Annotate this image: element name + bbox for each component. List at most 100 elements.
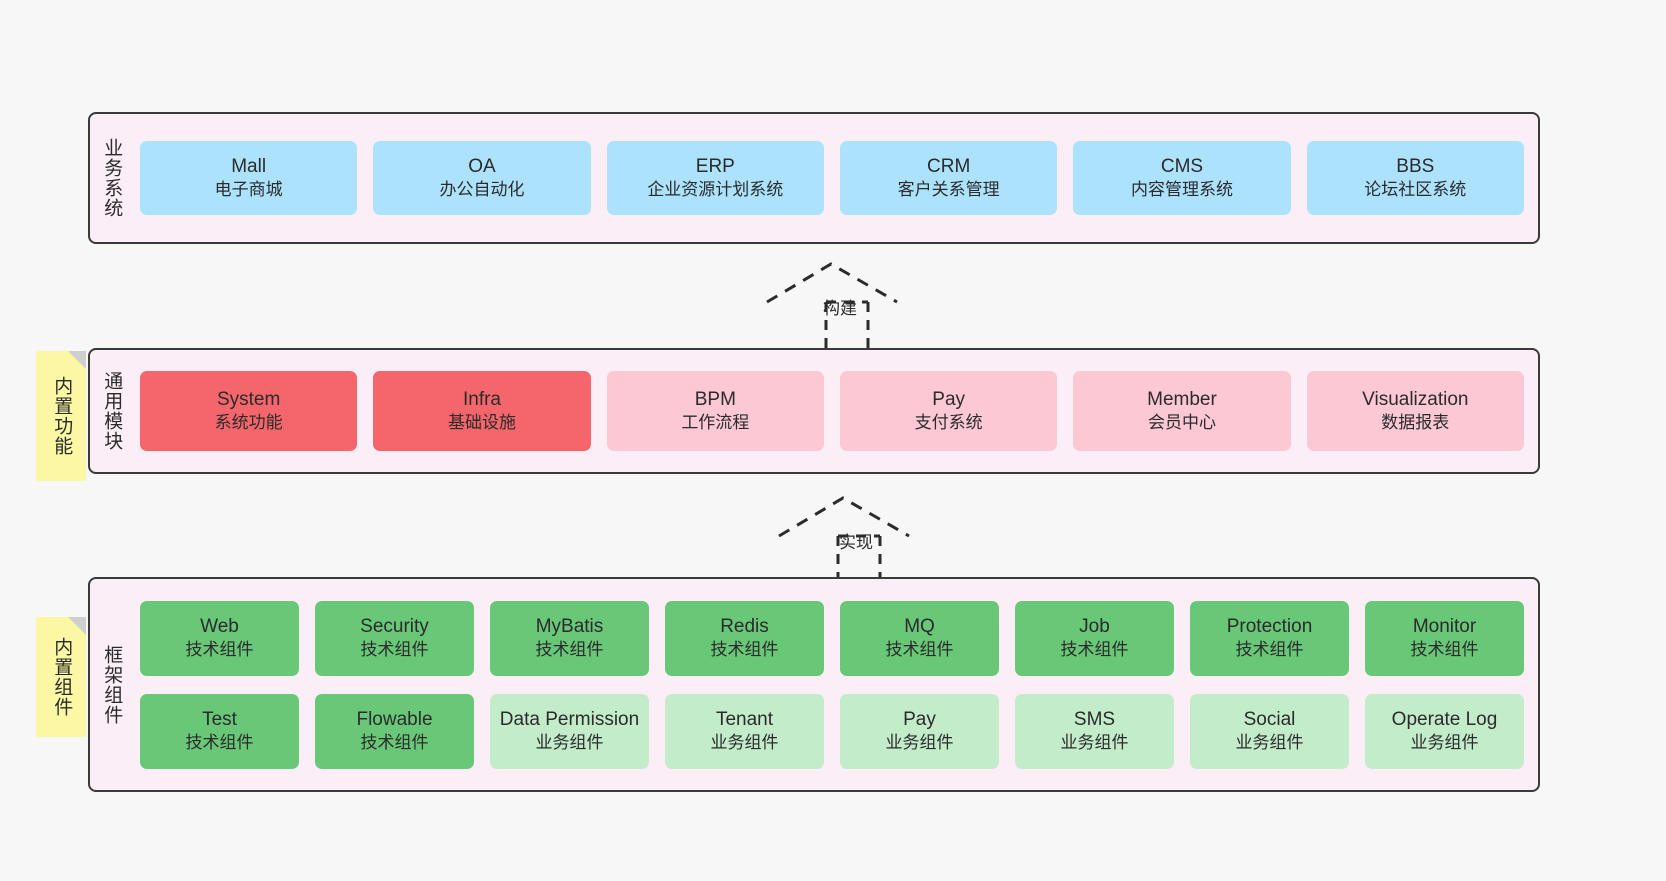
card-pay-component[interactable]: Pay 业务组件 <box>840 693 999 769</box>
card-subtitle: 企业资源计划系统 <box>647 180 784 200</box>
card-subtitle: 论坛社区系统 <box>1364 180 1467 200</box>
folded-corner-icon <box>68 351 86 369</box>
card-subtitle: 技术组件 <box>885 640 954 660</box>
card-title: CMS <box>1160 155 1204 177</box>
card-subtitle: 业务组件 <box>1410 733 1479 753</box>
card-subtitle: 技术组件 <box>1235 640 1304 660</box>
card-subtitle: 办公自动化 <box>439 180 525 200</box>
card-row: Mall 电子商城 OA 办公自动化 ERP 企业资源计划系统 CRM 客户关系… <box>140 141 1524 215</box>
card-subtitle: 业务组件 <box>1060 733 1129 753</box>
card-monitor[interactable]: Monitor 技术组件 <box>1365 600 1524 676</box>
card-mall[interactable]: Mall 电子商城 <box>140 141 358 215</box>
card-title: System <box>216 388 281 410</box>
card-infra[interactable]: Infra 基础设施 <box>373 371 591 451</box>
card-title: Visualization <box>1362 388 1469 410</box>
card-subtitle: 业务组件 <box>885 733 954 753</box>
card-title: BPM <box>694 388 736 410</box>
card-title: Web <box>200 615 239 637</box>
card-subtitle: 客户关系管理 <box>897 180 1000 200</box>
card-subtitle: 业务组件 <box>710 733 779 753</box>
card-title: Security <box>360 615 429 637</box>
layer-body-common-modules: System 系统功能 Infra 基础设施 BPM 工作流程 Pay 支付系统… <box>132 350 1538 472</box>
card-subtitle: 基础设施 <box>447 413 516 433</box>
card-subtitle: 会员中心 <box>1147 413 1216 433</box>
card-visualization[interactable]: Visualization 数据报表 <box>1306 371 1524 451</box>
layer-common-modules: 通用模块 System 系统功能 Infra 基础设施 BPM 工作流程 Pay… <box>88 348 1540 474</box>
card-security[interactable]: Security 技术组件 <box>315 600 474 676</box>
card-title: Protection <box>1226 615 1313 637</box>
card-title: Pay <box>932 388 966 410</box>
card-redis[interactable]: Redis 技术组件 <box>665 600 824 676</box>
card-title: Flowable <box>356 708 433 730</box>
sticky-note-label: 内置组件 <box>51 637 73 717</box>
card-flowable[interactable]: Flowable 技术组件 <box>315 693 474 769</box>
card-bpm[interactable]: BPM 工作流程 <box>606 371 824 451</box>
card-crm[interactable]: CRM 客户关系管理 <box>839 141 1058 215</box>
card-title: Monitor <box>1412 615 1477 637</box>
card-cms[interactable]: CMS 内容管理系统 <box>1073 141 1291 215</box>
card-title: MQ <box>904 615 935 637</box>
card-subtitle: 技术组件 <box>1410 640 1479 660</box>
sticky-note-builtin-component: 内置组件 <box>36 617 86 737</box>
card-title: SMS <box>1073 708 1116 730</box>
card-subtitle: 业务组件 <box>1235 733 1304 753</box>
card-subtitle: 技术组件 <box>1060 640 1129 660</box>
card-title: Job <box>1079 615 1110 637</box>
card-subtitle: 系统功能 <box>214 413 283 433</box>
card-subtitle: 技术组件 <box>535 640 604 660</box>
card-subtitle: 技术组件 <box>360 733 429 753</box>
card-row: Web 技术组件 Security 技术组件 MyBatis 技术组件 Redi… <box>140 600 1524 676</box>
card-member[interactable]: Member 会员中心 <box>1073 371 1291 451</box>
layer-title-framework-components: 框架组件 <box>101 644 123 725</box>
card-subtitle: 业务组件 <box>535 733 604 753</box>
folded-corner-icon <box>68 617 86 635</box>
card-title: MyBatis <box>535 615 604 637</box>
card-tenant[interactable]: Tenant 业务组件 <box>665 693 824 769</box>
card-title: Redis <box>720 615 769 637</box>
card-oa[interactable]: OA 办公自动化 <box>373 141 591 215</box>
card-title: Member <box>1147 388 1217 410</box>
sticky-note-builtin-function: 内置功能 <box>36 351 86 481</box>
card-subtitle: 技术组件 <box>360 640 429 660</box>
card-title: CRM <box>927 155 971 177</box>
card-title: Test <box>202 708 237 730</box>
card-title: Data Permission <box>499 708 640 730</box>
card-subtitle: 数据报表 <box>1381 413 1450 433</box>
layer-framework-components: 框架组件 Web 技术组件 Security 技术组件 MyBatis 技术组件… <box>88 577 1540 792</box>
card-bbs[interactable]: BBS 论坛社区系统 <box>1306 141 1524 215</box>
card-test[interactable]: Test 技术组件 <box>140 693 299 769</box>
card-title: ERP <box>695 155 735 177</box>
card-subtitle: 工作流程 <box>681 413 750 433</box>
card-subtitle: 技术组件 <box>710 640 779 660</box>
card-row: Test 技术组件 Flowable 技术组件 Data Permission … <box>140 693 1524 769</box>
layer-title-common-modules: 通用模块 <box>101 371 123 451</box>
card-title: Social <box>1243 708 1296 730</box>
card-data-permission[interactable]: Data Permission 业务组件 <box>490 693 649 769</box>
card-web[interactable]: Web 技术组件 <box>140 600 299 676</box>
card-title: Infra <box>462 388 501 410</box>
card-title: Tenant <box>715 708 774 730</box>
layer-body-framework-components: Web 技术组件 Security 技术组件 MyBatis 技术组件 Redi… <box>132 579 1538 790</box>
layer-title-business-system: 业务系统 <box>101 138 123 218</box>
card-social[interactable]: Social 业务组件 <box>1190 693 1349 769</box>
card-erp[interactable]: ERP 企业资源计划系统 <box>606 141 824 215</box>
card-subtitle: 技术组件 <box>185 733 254 753</box>
card-title: Mall <box>231 155 267 177</box>
card-system[interactable]: System 系统功能 <box>140 371 358 451</box>
card-sms[interactable]: SMS 业务组件 <box>1015 693 1174 769</box>
layer-business-system: 业务系统 Mall 电子商城 OA 办公自动化 ERP 企业资源计划系统 CRM… <box>88 112 1540 244</box>
card-protection[interactable]: Protection 技术组件 <box>1190 600 1349 676</box>
card-pay-module[interactable]: Pay 支付系统 <box>839 371 1058 451</box>
card-title: Pay <box>903 708 936 730</box>
card-mq[interactable]: MQ 技术组件 <box>840 600 999 676</box>
card-operate-log[interactable]: Operate Log 业务组件 <box>1365 693 1524 769</box>
card-title: Operate Log <box>1391 708 1498 730</box>
card-title: OA <box>468 155 496 177</box>
card-mybatis[interactable]: MyBatis 技术组件 <box>490 600 649 676</box>
card-subtitle: 电子商城 <box>214 180 283 200</box>
layer-body-business-system: Mall 电子商城 OA 办公自动化 ERP 企业资源计划系统 CRM 客户关系… <box>132 114 1538 242</box>
card-subtitle: 内容管理系统 <box>1130 180 1233 200</box>
sticky-note-label: 内置功能 <box>51 376 73 456</box>
card-job[interactable]: Job 技术组件 <box>1015 600 1174 676</box>
